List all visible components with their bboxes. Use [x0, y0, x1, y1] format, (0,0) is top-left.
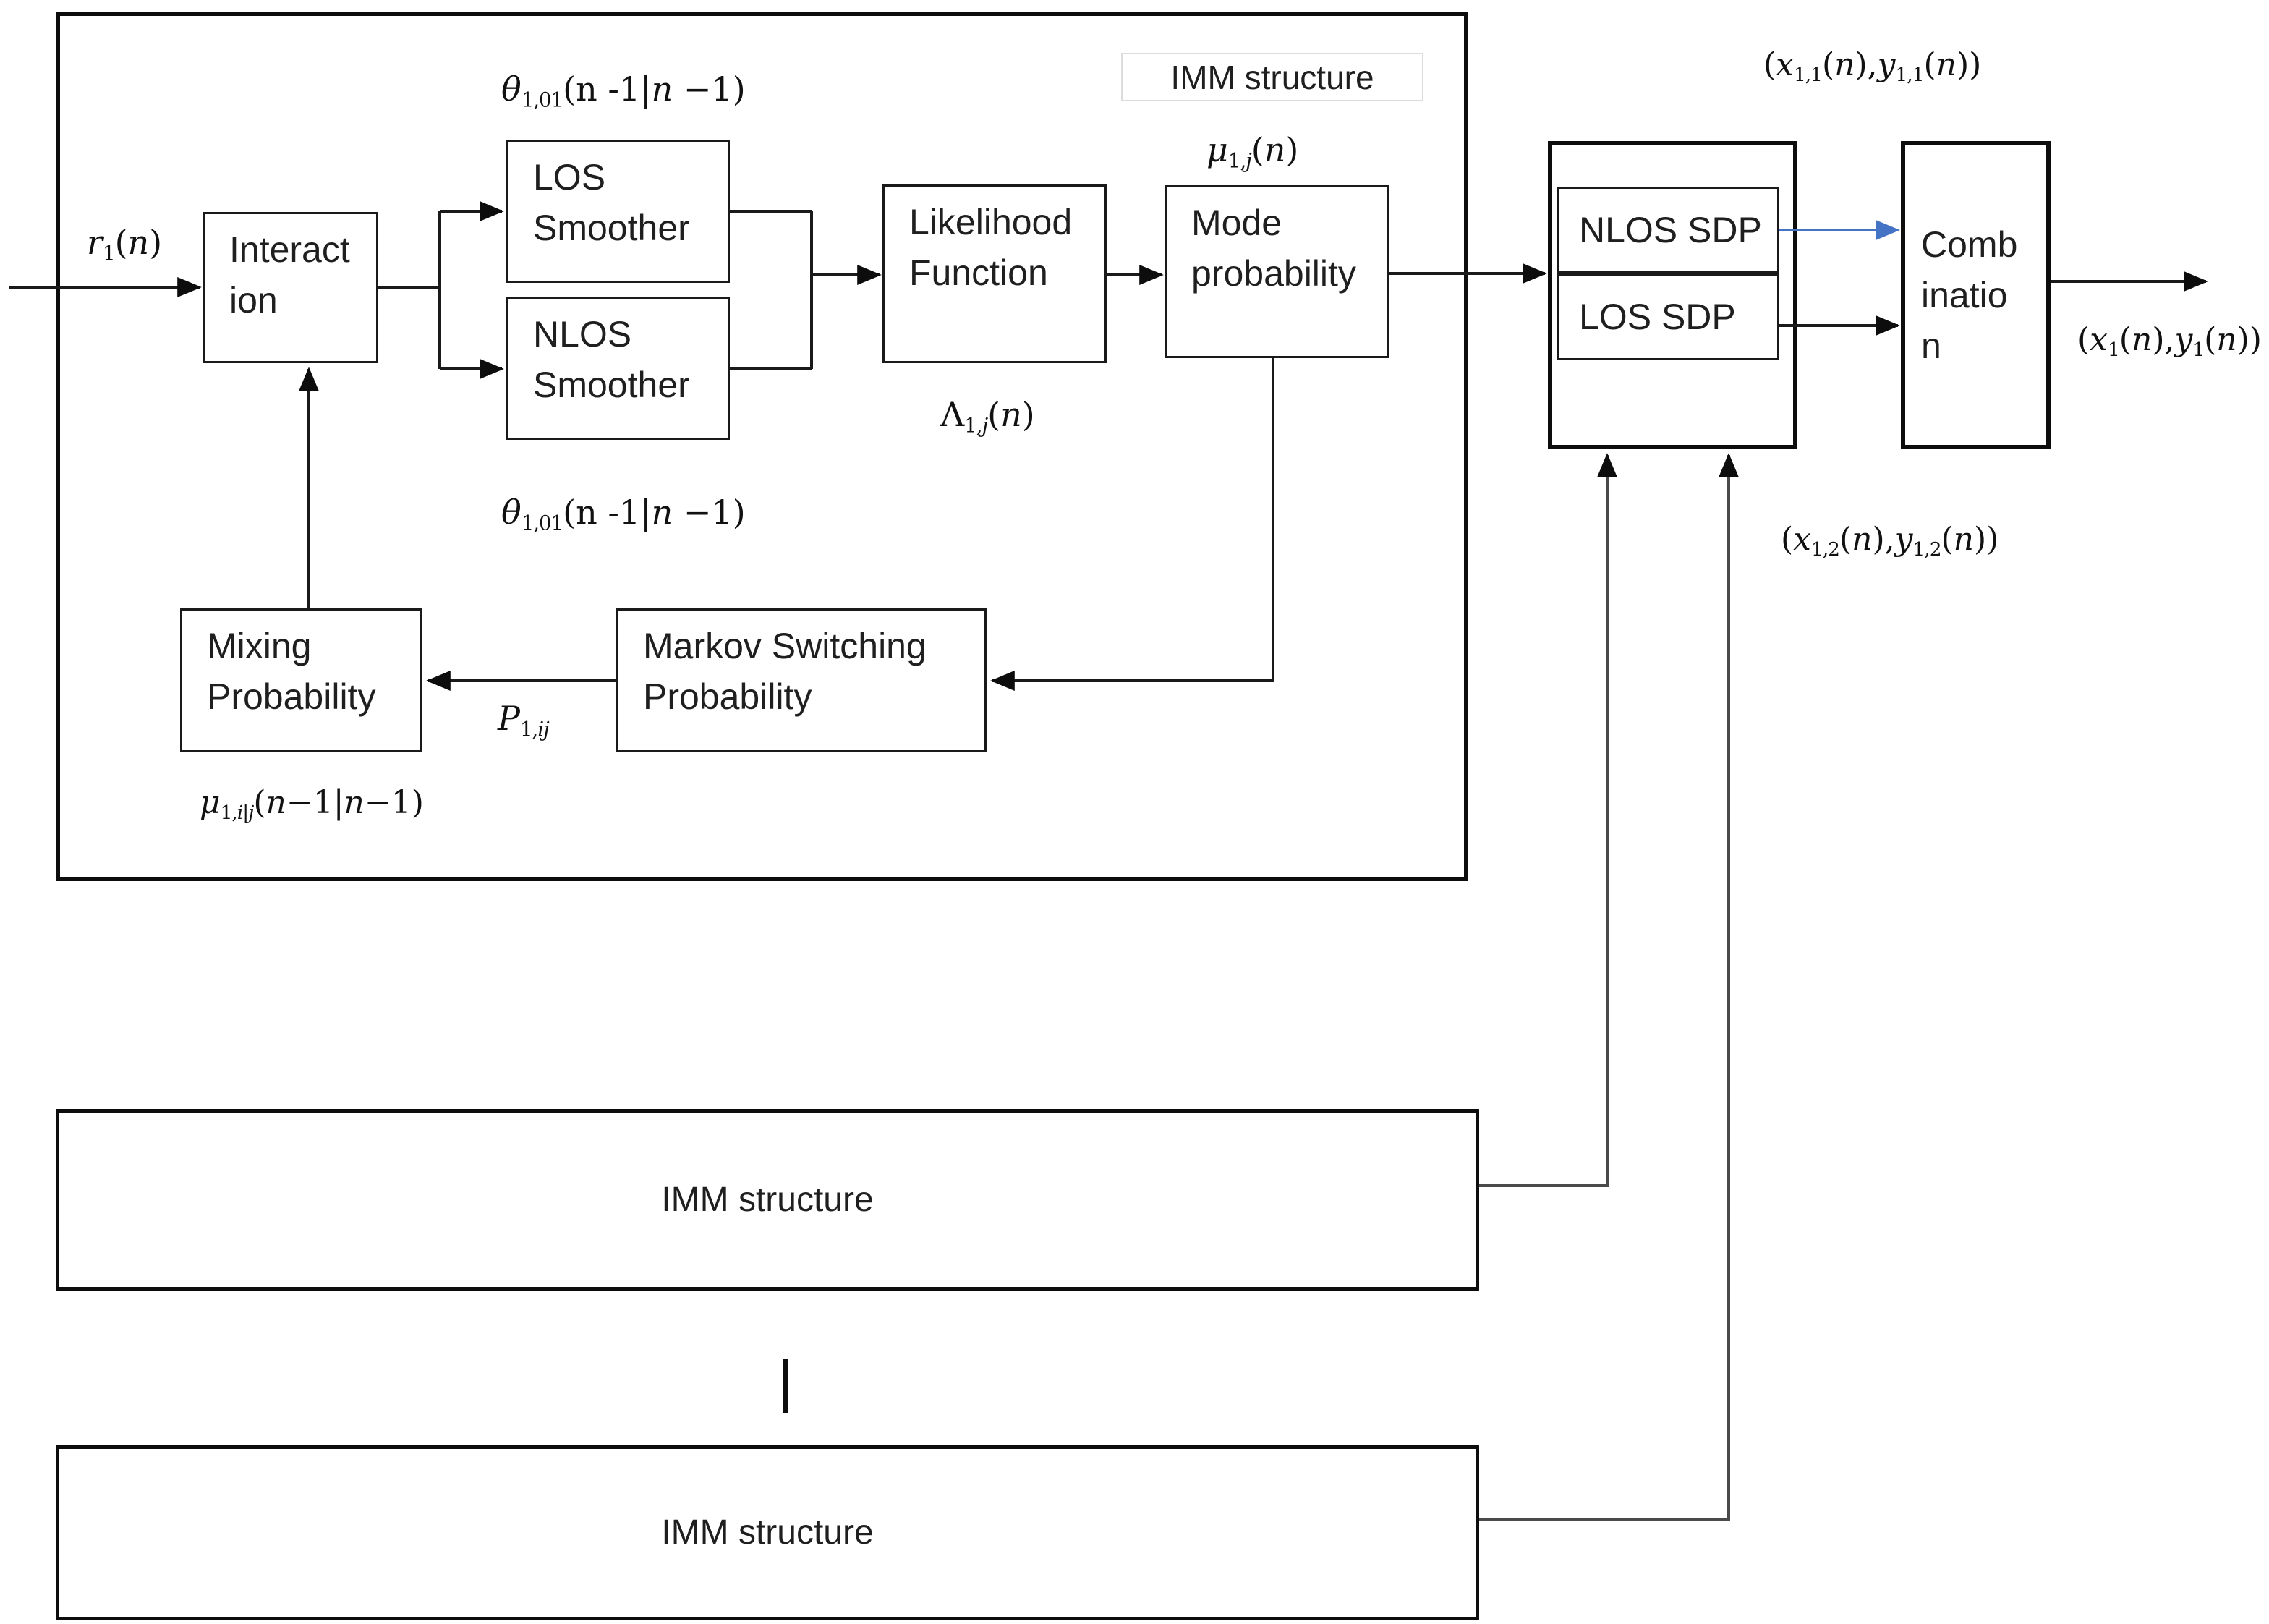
- imm-structure-box-2: IMM structure: [56, 1109, 1479, 1291]
- ellipsis-bar: [783, 1359, 788, 1413]
- markov-switching-probability-block: Markov Switching Probability: [616, 608, 987, 752]
- input-signal-label: r1(n): [87, 223, 163, 265]
- likelihood-function-block: Likelihood Function: [882, 184, 1107, 363]
- arrow-imm2-riser-to-sdp: [1479, 453, 1617, 1187]
- combination-block: Comb inatio n: [1901, 141, 2051, 449]
- lambda-label: Λ1,j(n): [940, 395, 1035, 438]
- p-transition-label: P1,ij: [498, 699, 550, 741]
- los-smoother-block: LOS Smoother: [506, 140, 730, 283]
- theta-bottom-label: θ1,01(n -1|n −1): [501, 493, 746, 535]
- mode-probability-block: Mode probability: [1165, 185, 1389, 358]
- los-sdp-block: LOS SDP: [1557, 273, 1779, 360]
- mixing-probability-block: Mixing Probability: [180, 608, 422, 752]
- imm-structure-title: IMM structure: [1170, 58, 1374, 96]
- mu-mode-label: μ1,j(n): [1206, 130, 1299, 173]
- xy12-output-label: (x1,2(n),y1,2(n)): [1781, 521, 1999, 561]
- nlos-smoother-block: NLOS Smoother: [506, 297, 730, 440]
- theta-top-label: θ1,01(n -1|n −1): [501, 69, 746, 112]
- mu-mixing-label: μ1,i|j(n−1|n−1): [200, 784, 424, 825]
- arrow-imm3-riser-to-sdp: [1479, 453, 1739, 1521]
- imm-structure-title-frame: IMM structure: [1121, 53, 1423, 101]
- xy1-output-label: (x1(n),y1(n)): [2077, 321, 2262, 362]
- imm-structure-box-3: IMM structure: [56, 1445, 1479, 1620]
- nlos-sdp-block: NLOS SDP: [1557, 187, 1779, 273]
- interaction-block: Interact ion: [203, 212, 378, 363]
- xy11-output-label: (x1,1(n),y1,1(n)): [1763, 46, 1982, 87]
